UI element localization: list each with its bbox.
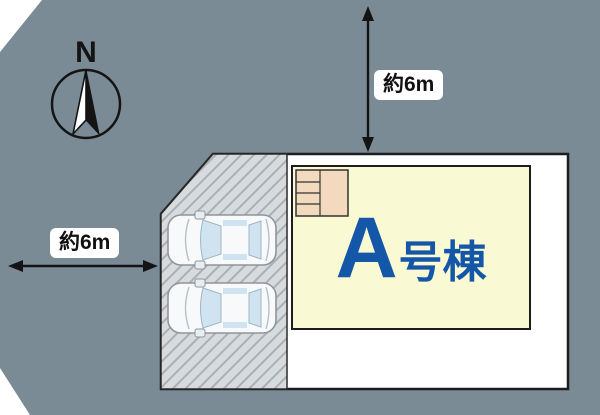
dimension-arrow-top [362,6,374,152]
dimension-label-top: 約6m [374,70,444,101]
dimension-arrow-left [8,260,158,272]
compass [50,68,122,140]
compass-needle-east [85,69,100,136]
north-label: N [75,36,97,69]
dimension-label-left: 約6m [50,228,120,259]
car-bottom [167,278,277,338]
car-top [167,210,277,270]
entrance-porch [295,169,349,217]
building-footprint [291,165,531,330]
